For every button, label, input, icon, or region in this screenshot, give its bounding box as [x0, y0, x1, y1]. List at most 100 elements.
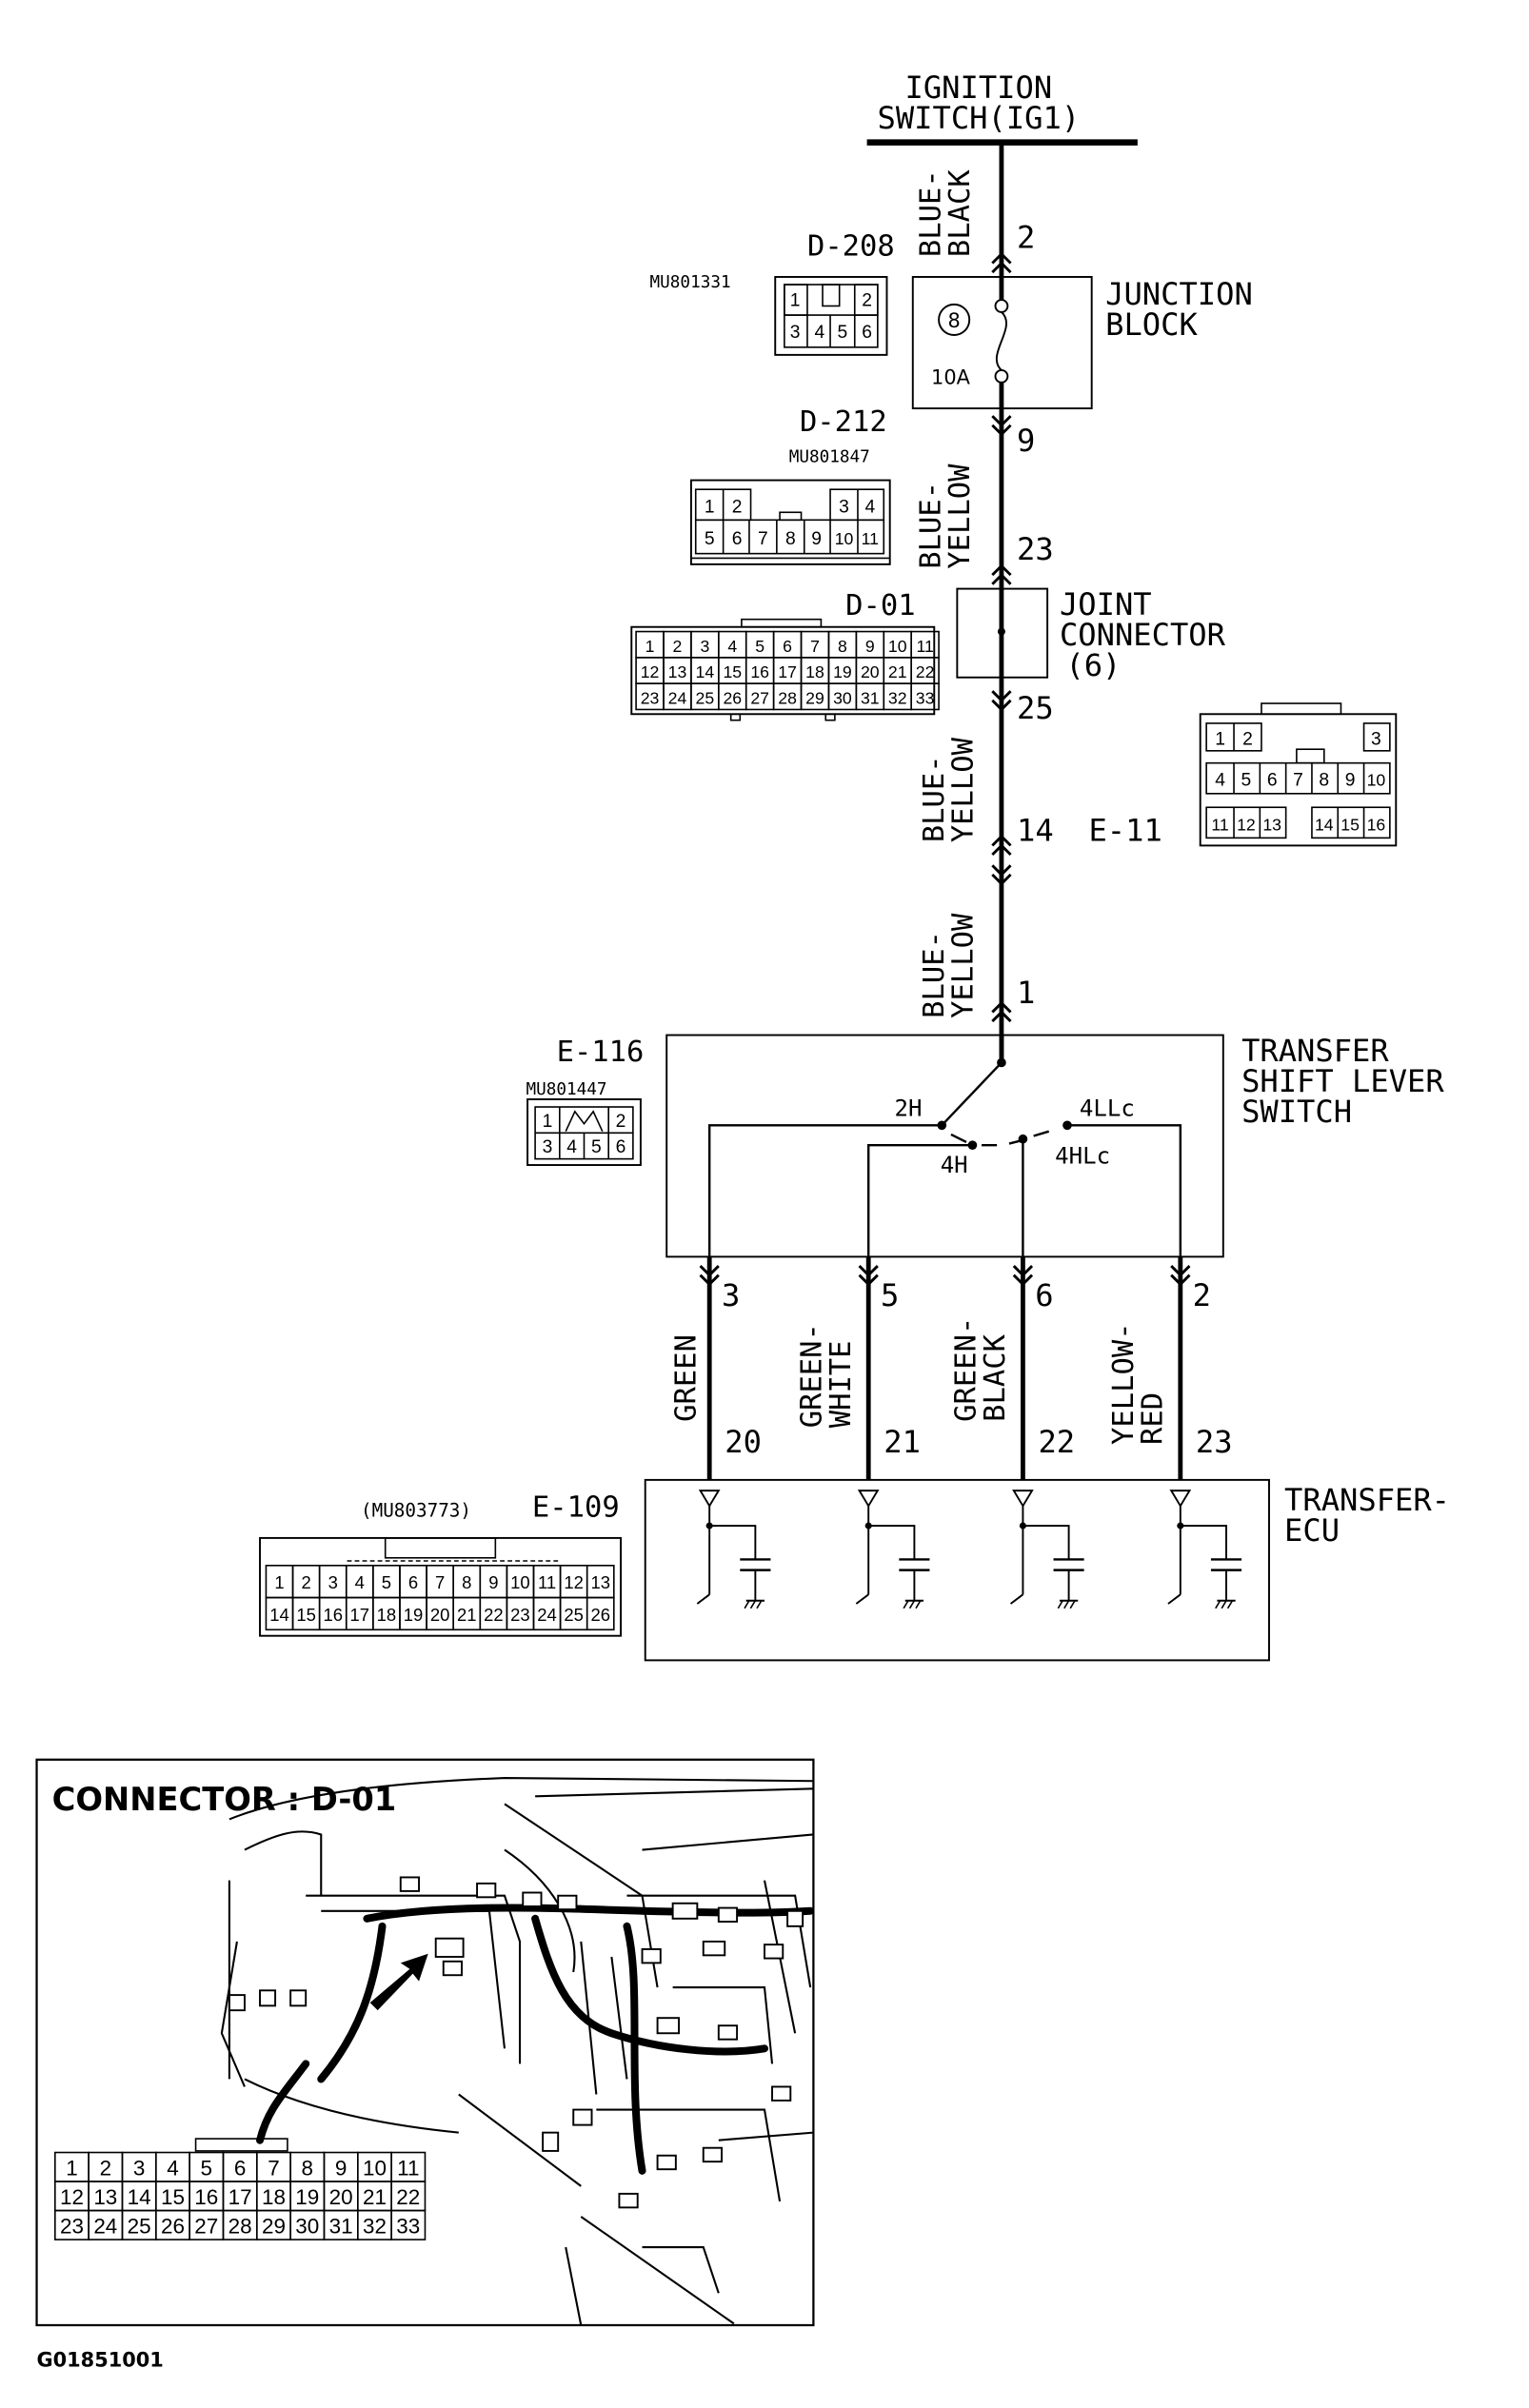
svg-text:14: 14 [696, 662, 715, 681]
svg-text:27: 27 [194, 2214, 218, 2238]
svg-text:7: 7 [268, 2156, 279, 2180]
svg-text:3: 3 [1371, 729, 1381, 749]
svg-text:29: 29 [805, 688, 824, 707]
switch-title-3: SWITCH [1241, 1094, 1352, 1130]
switch-pos-4llc: 4LLc [1080, 1095, 1135, 1122]
connector-location-inset [35, 1758, 815, 2327]
svg-text:25: 25 [564, 1605, 584, 1625]
switch-pos-4h: 4H [941, 1152, 968, 1178]
svg-text:19: 19 [404, 1605, 424, 1625]
svg-text:BLACK: BLACK [979, 1333, 1012, 1421]
svg-text:8: 8 [462, 1572, 471, 1592]
svg-text:7: 7 [758, 529, 768, 549]
svg-text:3: 3 [133, 2156, 146, 2180]
svg-text:3: 3 [700, 637, 709, 656]
svg-text:33: 33 [916, 688, 935, 707]
switch-pin-2: 2 [1193, 1277, 1211, 1313]
joint-connector-title-1: JOINT [1060, 586, 1152, 622]
connector-location-arrow-icon [369, 1953, 428, 2011]
ignition-label-1: IGNITION [905, 69, 1053, 106]
svg-text:4: 4 [727, 637, 737, 656]
wire-label-blue-yellow-3: BLUE- YELLOW [918, 913, 981, 1018]
svg-text:BLUE-: BLUE- [918, 931, 951, 1018]
svg-text:6: 6 [1267, 771, 1278, 791]
svg-text:6: 6 [408, 1572, 418, 1592]
svg-text:29: 29 [262, 2214, 286, 2238]
svg-text:14: 14 [269, 1605, 289, 1625]
svg-text:2: 2 [1242, 729, 1253, 749]
svg-text:26: 26 [723, 688, 742, 707]
ecu-pin-22: 22 [1038, 1424, 1075, 1460]
svg-text:21: 21 [457, 1605, 477, 1625]
svg-text:5: 5 [838, 323, 848, 343]
svg-text:8: 8 [302, 2156, 314, 2180]
wire-label-green: GREEN [670, 1334, 704, 1422]
switch-pos-4hlc: 4HLc [1055, 1142, 1110, 1169]
svg-text:16: 16 [323, 1605, 343, 1625]
joint-connector-title-2: CONNECTOR [1060, 617, 1226, 653]
svg-text:10: 10 [510, 1572, 530, 1592]
svg-text:13: 13 [668, 662, 687, 681]
svg-text:2: 2 [301, 1572, 310, 1592]
svg-text:9: 9 [865, 637, 875, 656]
svg-text:31: 31 [861, 688, 880, 707]
svg-text:1: 1 [543, 1112, 553, 1132]
wire-label-green-black: GREEN- BLACK [950, 1317, 1013, 1422]
switch-contacts [707, 1035, 1182, 1257]
svg-text:YELLOW-: YELLOW- [1107, 1322, 1141, 1445]
svg-text:3: 3 [790, 323, 801, 343]
svg-text:16: 16 [194, 2185, 218, 2209]
e11-label: E-11 [1088, 813, 1162, 849]
svg-text:18: 18 [805, 662, 824, 681]
svg-text:BLUE-: BLUE- [918, 755, 951, 842]
svg-text:15: 15 [296, 1605, 316, 1625]
svg-text:6: 6 [862, 323, 872, 343]
pin-2: 2 [1017, 219, 1035, 255]
joint-connector-title-3: (6) [1065, 647, 1121, 683]
svg-text:7: 7 [435, 1572, 445, 1592]
svg-text:23: 23 [510, 1605, 530, 1625]
svg-text:26: 26 [590, 1605, 610, 1625]
svg-text:32: 32 [363, 2214, 387, 2238]
svg-text:22: 22 [396, 2185, 420, 2209]
connector-e11-face: 1 2 3 4 5 6 7 8 9 10 11 12 13 14 15 16 [1199, 702, 1398, 847]
svg-text:18: 18 [377, 1605, 397, 1625]
svg-text:2: 2 [673, 637, 683, 656]
svg-text:4: 4 [864, 497, 875, 517]
pin-9: 9 [1017, 423, 1035, 459]
svg-text:4: 4 [1215, 771, 1225, 791]
svg-text:17: 17 [228, 2185, 252, 2209]
junction-block-title-1: JUNCTION [1105, 276, 1253, 312]
pin-25: 25 [1017, 690, 1054, 726]
transfer-ecu-box [644, 1478, 1270, 1662]
svg-text:15: 15 [1340, 815, 1360, 834]
fuse-icon [995, 311, 1007, 371]
svg-text:14: 14 [128, 2185, 151, 2209]
svg-text:7: 7 [810, 637, 820, 656]
switch-title-2: SHIFT LEVER [1241, 1063, 1444, 1099]
svg-text:9: 9 [488, 1572, 498, 1592]
connector-e109-name: E-109 [532, 1490, 620, 1524]
svg-text:22: 22 [916, 662, 935, 681]
svg-text:YELLOW: YELLOW [946, 737, 980, 842]
svg-text:12: 12 [1237, 815, 1256, 834]
svg-text:20: 20 [861, 662, 880, 681]
svg-text:23: 23 [60, 2214, 84, 2238]
dashboard-illustration [220, 1777, 814, 2326]
svg-text:6: 6 [783, 637, 792, 656]
svg-text:10: 10 [1367, 771, 1386, 790]
wire-label-yellow-red: YELLOW- RED [1107, 1322, 1170, 1445]
svg-text:8: 8 [1319, 771, 1329, 791]
svg-text:1: 1 [274, 1572, 284, 1592]
ecu-pin-23: 23 [1196, 1424, 1233, 1460]
svg-text:11: 11 [1211, 815, 1228, 834]
svg-text:GREEN-: GREEN- [795, 1323, 828, 1428]
svg-text:2: 2 [100, 2156, 111, 2180]
connector-e116-name: E-116 [557, 1036, 645, 1069]
svg-text:7: 7 [1293, 771, 1303, 791]
svg-text:6: 6 [234, 2156, 246, 2180]
switch-pin-3: 3 [722, 1277, 740, 1313]
pin-14: 14 [1017, 813, 1054, 849]
svg-text:15: 15 [161, 2185, 185, 2209]
